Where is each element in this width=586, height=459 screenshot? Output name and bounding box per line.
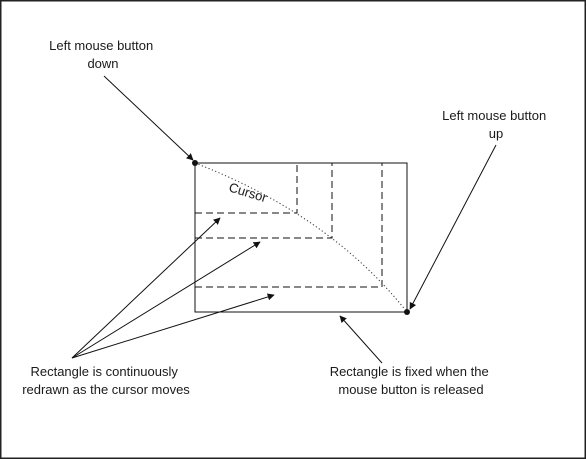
dashed-rectangle-1 [195,163,298,214]
fixed-arrow [339,315,383,364]
cursor-label: Cursor [227,180,269,206]
mouse-down-point [192,160,198,166]
mouse-down-arrow [103,75,194,161]
mouse-up-point [404,309,410,315]
dashed-rectangle-3 [195,163,383,288]
redrawn-label: Rectangle is continuously redrawn as the… [22,364,190,397]
redrawn-arrows [71,217,275,359]
intermediate-rectangles [195,163,383,288]
redrawn-arrow-3 [71,293,275,359]
mouse-down-label: Left mouse button down [49,38,157,71]
mouse-up-arrow [409,144,497,310]
mouse-up-label: Left mouse button up [442,108,550,141]
redrawn-arrow-1 [71,217,221,359]
redrawn-arrow-2 [71,241,261,359]
cursor-path [194,162,408,313]
dashed-rectangle-2 [195,163,333,239]
fixed-label: Rectangle is fixed when the mouse button… [330,364,493,397]
